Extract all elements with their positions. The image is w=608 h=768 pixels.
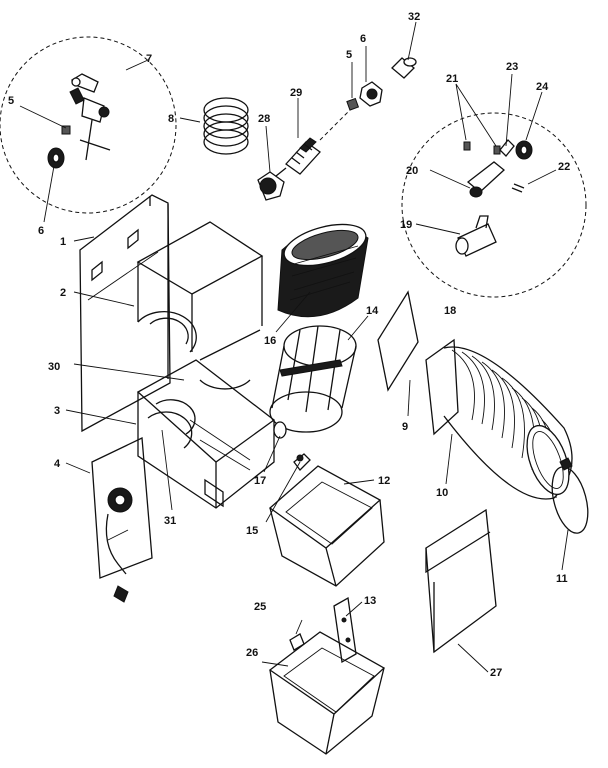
filter-tray-part-12: [268, 465, 385, 587]
nut-part-24: [515, 140, 533, 160]
screw-part-22: [511, 183, 525, 193]
wheel-cage-part-14: [269, 325, 357, 433]
callout-20: 20: [406, 165, 418, 177]
callout-1: 1: [60, 236, 66, 248]
bracket-part-13: [333, 596, 357, 664]
drip-pan-part-26: [268, 631, 386, 755]
nut-part-6-top: [359, 81, 383, 107]
callout-6-left: 6: [38, 225, 44, 237]
small-nut-part-5-top: [346, 97, 360, 111]
cover-panel-part-27: [425, 508, 497, 654]
callout-9: 9: [402, 421, 408, 433]
detail-circle-7-outline: [0, 36, 177, 214]
callout-28: 28: [258, 113, 270, 125]
screw-part-17: [273, 421, 287, 439]
housing-side-panel-part-1: [79, 194, 171, 433]
sensor-part-19: [455, 215, 497, 257]
callout-21: 21: [446, 73, 458, 85]
callout-24: 24: [536, 81, 549, 93]
callout-8: 8: [168, 113, 174, 125]
nut-part-6-left: [47, 147, 65, 169]
clip-part-15: [293, 453, 311, 471]
callout-15: 15: [246, 525, 258, 537]
callout-labels: 1 2 3 4 5 5 6 6 7 8 9 10 11 12 13 14 15 …: [8, 11, 570, 679]
leader-lines: [19, 21, 569, 673]
callout-17: 17: [254, 475, 266, 487]
callout-5-left: 5: [8, 95, 14, 107]
detail-circle-thermostat-assembly: [401, 112, 587, 298]
detail-circle-valve-assembly: [0, 36, 177, 214]
callout-6-top: 6: [360, 33, 366, 45]
assembly-axis-line: [319, 109, 351, 141]
callout-13: 13: [364, 595, 376, 607]
detail-circle-18-outline: [401, 112, 587, 298]
blower-wheel-part-16: [277, 223, 369, 318]
callout-10: 10: [436, 487, 448, 499]
lever-part-23: [499, 139, 515, 157]
callout-7: 7: [146, 53, 152, 65]
callout-2: 2: [60, 287, 66, 299]
fitting-part-28: [257, 167, 287, 201]
flexible-duct-part-10: [425, 338, 573, 500]
callout-16: 16: [264, 335, 276, 347]
valve-bracket-part-7: [69, 73, 111, 161]
connector-part-29: [285, 137, 321, 175]
callout-27: 27: [490, 667, 502, 679]
blower-housing-upper-part-2: [136, 221, 264, 390]
callout-19: 19: [400, 219, 412, 231]
callout-26: 26: [246, 647, 258, 659]
gasket-plate-part-9: [377, 290, 419, 392]
callout-32: 32: [408, 11, 420, 23]
blower-housing-lower-part-3: [136, 359, 276, 509]
callout-31: 31: [164, 515, 176, 527]
callout-5-top: 5: [346, 49, 352, 61]
motor-plate-part-4: [91, 437, 153, 603]
bracket-part-20: [466, 161, 505, 198]
callout-3: 3: [54, 405, 60, 417]
plug-part-32: [391, 57, 417, 79]
callout-29: 29: [290, 87, 302, 99]
callout-25: 25: [254, 601, 266, 613]
callout-22: 22: [558, 161, 570, 173]
callout-12: 12: [378, 475, 390, 487]
nut-part-5-left: [61, 125, 71, 135]
tubing-coil-part-8: [203, 97, 249, 155]
callout-14: 14: [366, 305, 379, 317]
callout-4: 4: [54, 458, 61, 470]
hose-clamp-part-11: [551, 457, 589, 534]
callout-23: 23: [506, 61, 518, 73]
callout-30: 30: [48, 361, 60, 373]
callout-18: 18: [444, 305, 456, 317]
callout-11: 11: [556, 573, 568, 585]
